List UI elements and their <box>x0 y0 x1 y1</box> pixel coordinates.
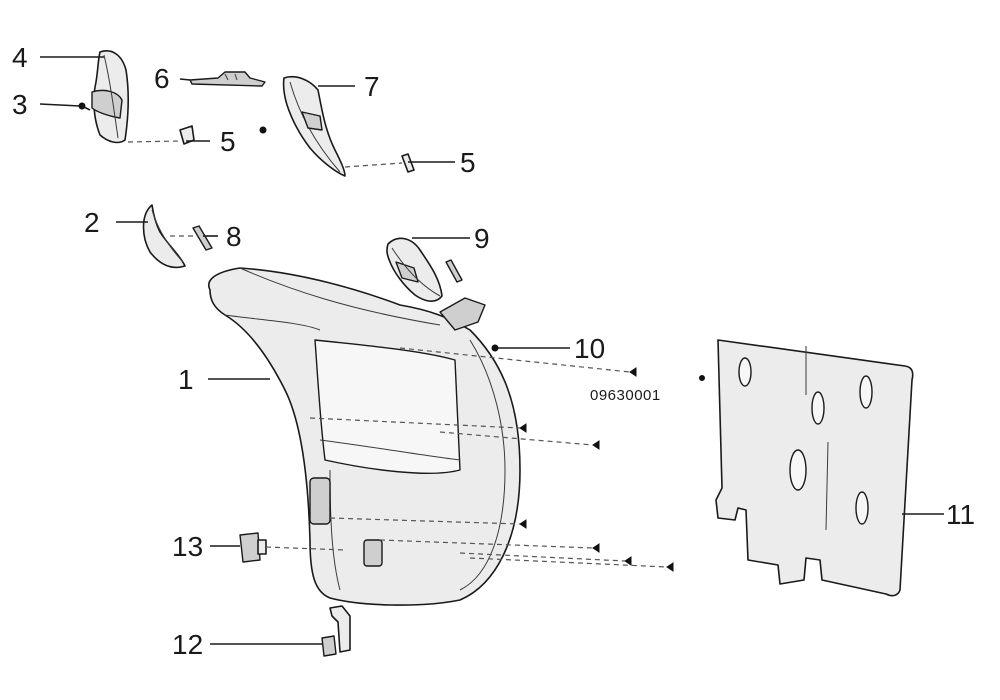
part-8-pin <box>192 225 213 251</box>
callout-2: 2 <box>84 207 100 238</box>
part-12-bracket <box>321 605 351 657</box>
callout-10: 10 <box>574 333 605 364</box>
callout-5-right: 5 <box>460 147 476 178</box>
part-6-striker <box>189 71 266 87</box>
part-9-handle-cover <box>386 237 443 302</box>
part-11-insulation-pad <box>699 339 914 597</box>
callout-3: 3 <box>12 89 28 120</box>
callout-6: 6 <box>154 63 170 94</box>
part-9-strip <box>445 259 463 283</box>
callout-4: 4 <box>12 42 28 73</box>
leader-lines <box>39 56 944 645</box>
callout-12: 12 <box>172 629 203 660</box>
callout-labels: 4 3 6 5 7 5 2 8 9 10 1 11 13 12 09630001 <box>12 42 975 660</box>
part-7-upper-trim <box>282 75 346 177</box>
part-2-bracket-cover <box>142 204 186 269</box>
callout-8: 8 <box>226 221 242 252</box>
assembly-lines <box>127 140 668 568</box>
part-small-screw <box>259 126 267 134</box>
part-code-label: 09630001 <box>590 387 661 404</box>
part-5-clip-right <box>401 153 415 173</box>
callout-11: 11 <box>946 499 975 530</box>
part-4-pillar-trim <box>91 50 130 144</box>
callout-7: 7 <box>364 71 380 102</box>
callout-9: 9 <box>474 223 490 254</box>
callout-13: 13 <box>172 531 203 562</box>
push-clips <box>519 367 674 572</box>
part-1-trim-panel <box>208 267 521 606</box>
callout-5-left: 5 <box>220 126 236 157</box>
callout-1: 1 <box>178 364 194 395</box>
part-3-screw <box>78 102 91 111</box>
part-10-screw <box>491 344 499 352</box>
part-5-clip-left <box>179 125 195 145</box>
part-13-bumper <box>239 532 267 563</box>
